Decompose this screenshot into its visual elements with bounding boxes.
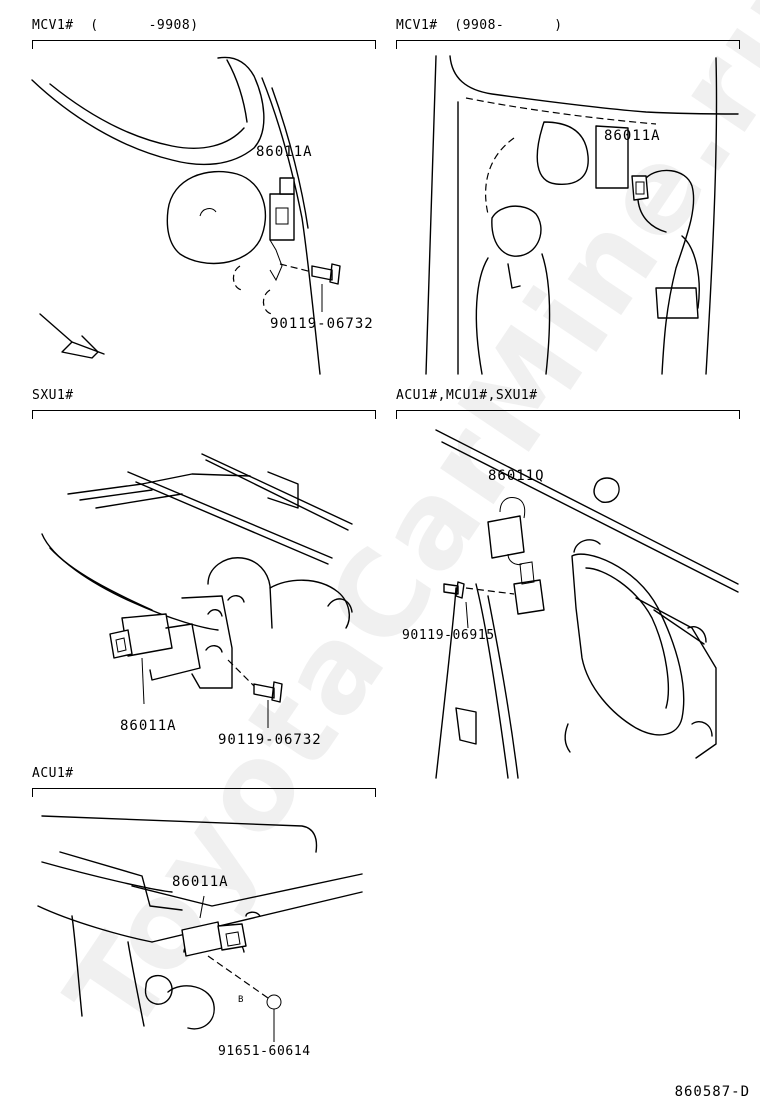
panel-title: ACU1#,MCU1#,SXU1# [396,388,538,403]
panel-frame [32,788,376,797]
part-label-bolt: 90119-06915 [402,628,495,643]
panel-frame [32,40,376,49]
part-label-86011q: 86011Q [488,468,545,484]
panel-title: SXU1# [32,388,74,403]
panel-acu: ACU1# 86011A B 91651-60614 [32,766,376,1076]
callout-b-label: B [238,995,244,1005]
acu-mcu-sxu-drawing [435,429,739,779]
part-label-86011a: 86011A [120,718,177,734]
panel-frame [32,410,376,419]
panel-frame [396,410,740,419]
panel-title: MCV1# ( -9908) [32,18,199,33]
part-label-86011a: 86011A [172,874,229,890]
panel-title: MCV1# (9908- ) [396,18,563,33]
part-label-bolt: 90119-06732 [218,732,322,748]
part-label-bolt: 90119-06732 [270,316,374,332]
sxu-drawing [41,453,353,728]
part-label-86011a: 86011A [604,128,661,144]
diagram-code: 860587-D [674,1084,750,1100]
panel-sxu: SXU1# 86011A 90119-06732 [32,388,376,758]
panel-title: ACU1# [32,766,74,781]
part-label-clip: 91651-60614 [218,1044,311,1059]
panel-frame [396,40,740,49]
acu-drawing [37,815,363,1042]
mcv-late-drawing [425,55,739,375]
panel-mcv-early: MCV1# ( -9908) 86011A 90119-06732 [31,18,376,375]
panel-mcv-late: MCV1# (9908- ) 86011A [396,18,740,375]
mcv-early-drawing [31,56,341,375]
panel-acu-mcu-sxu: ACU1#,MCU1#,SXU1# 86011Q 90119-06915 [396,388,740,779]
part-label-86011a: 86011A [256,144,313,160]
